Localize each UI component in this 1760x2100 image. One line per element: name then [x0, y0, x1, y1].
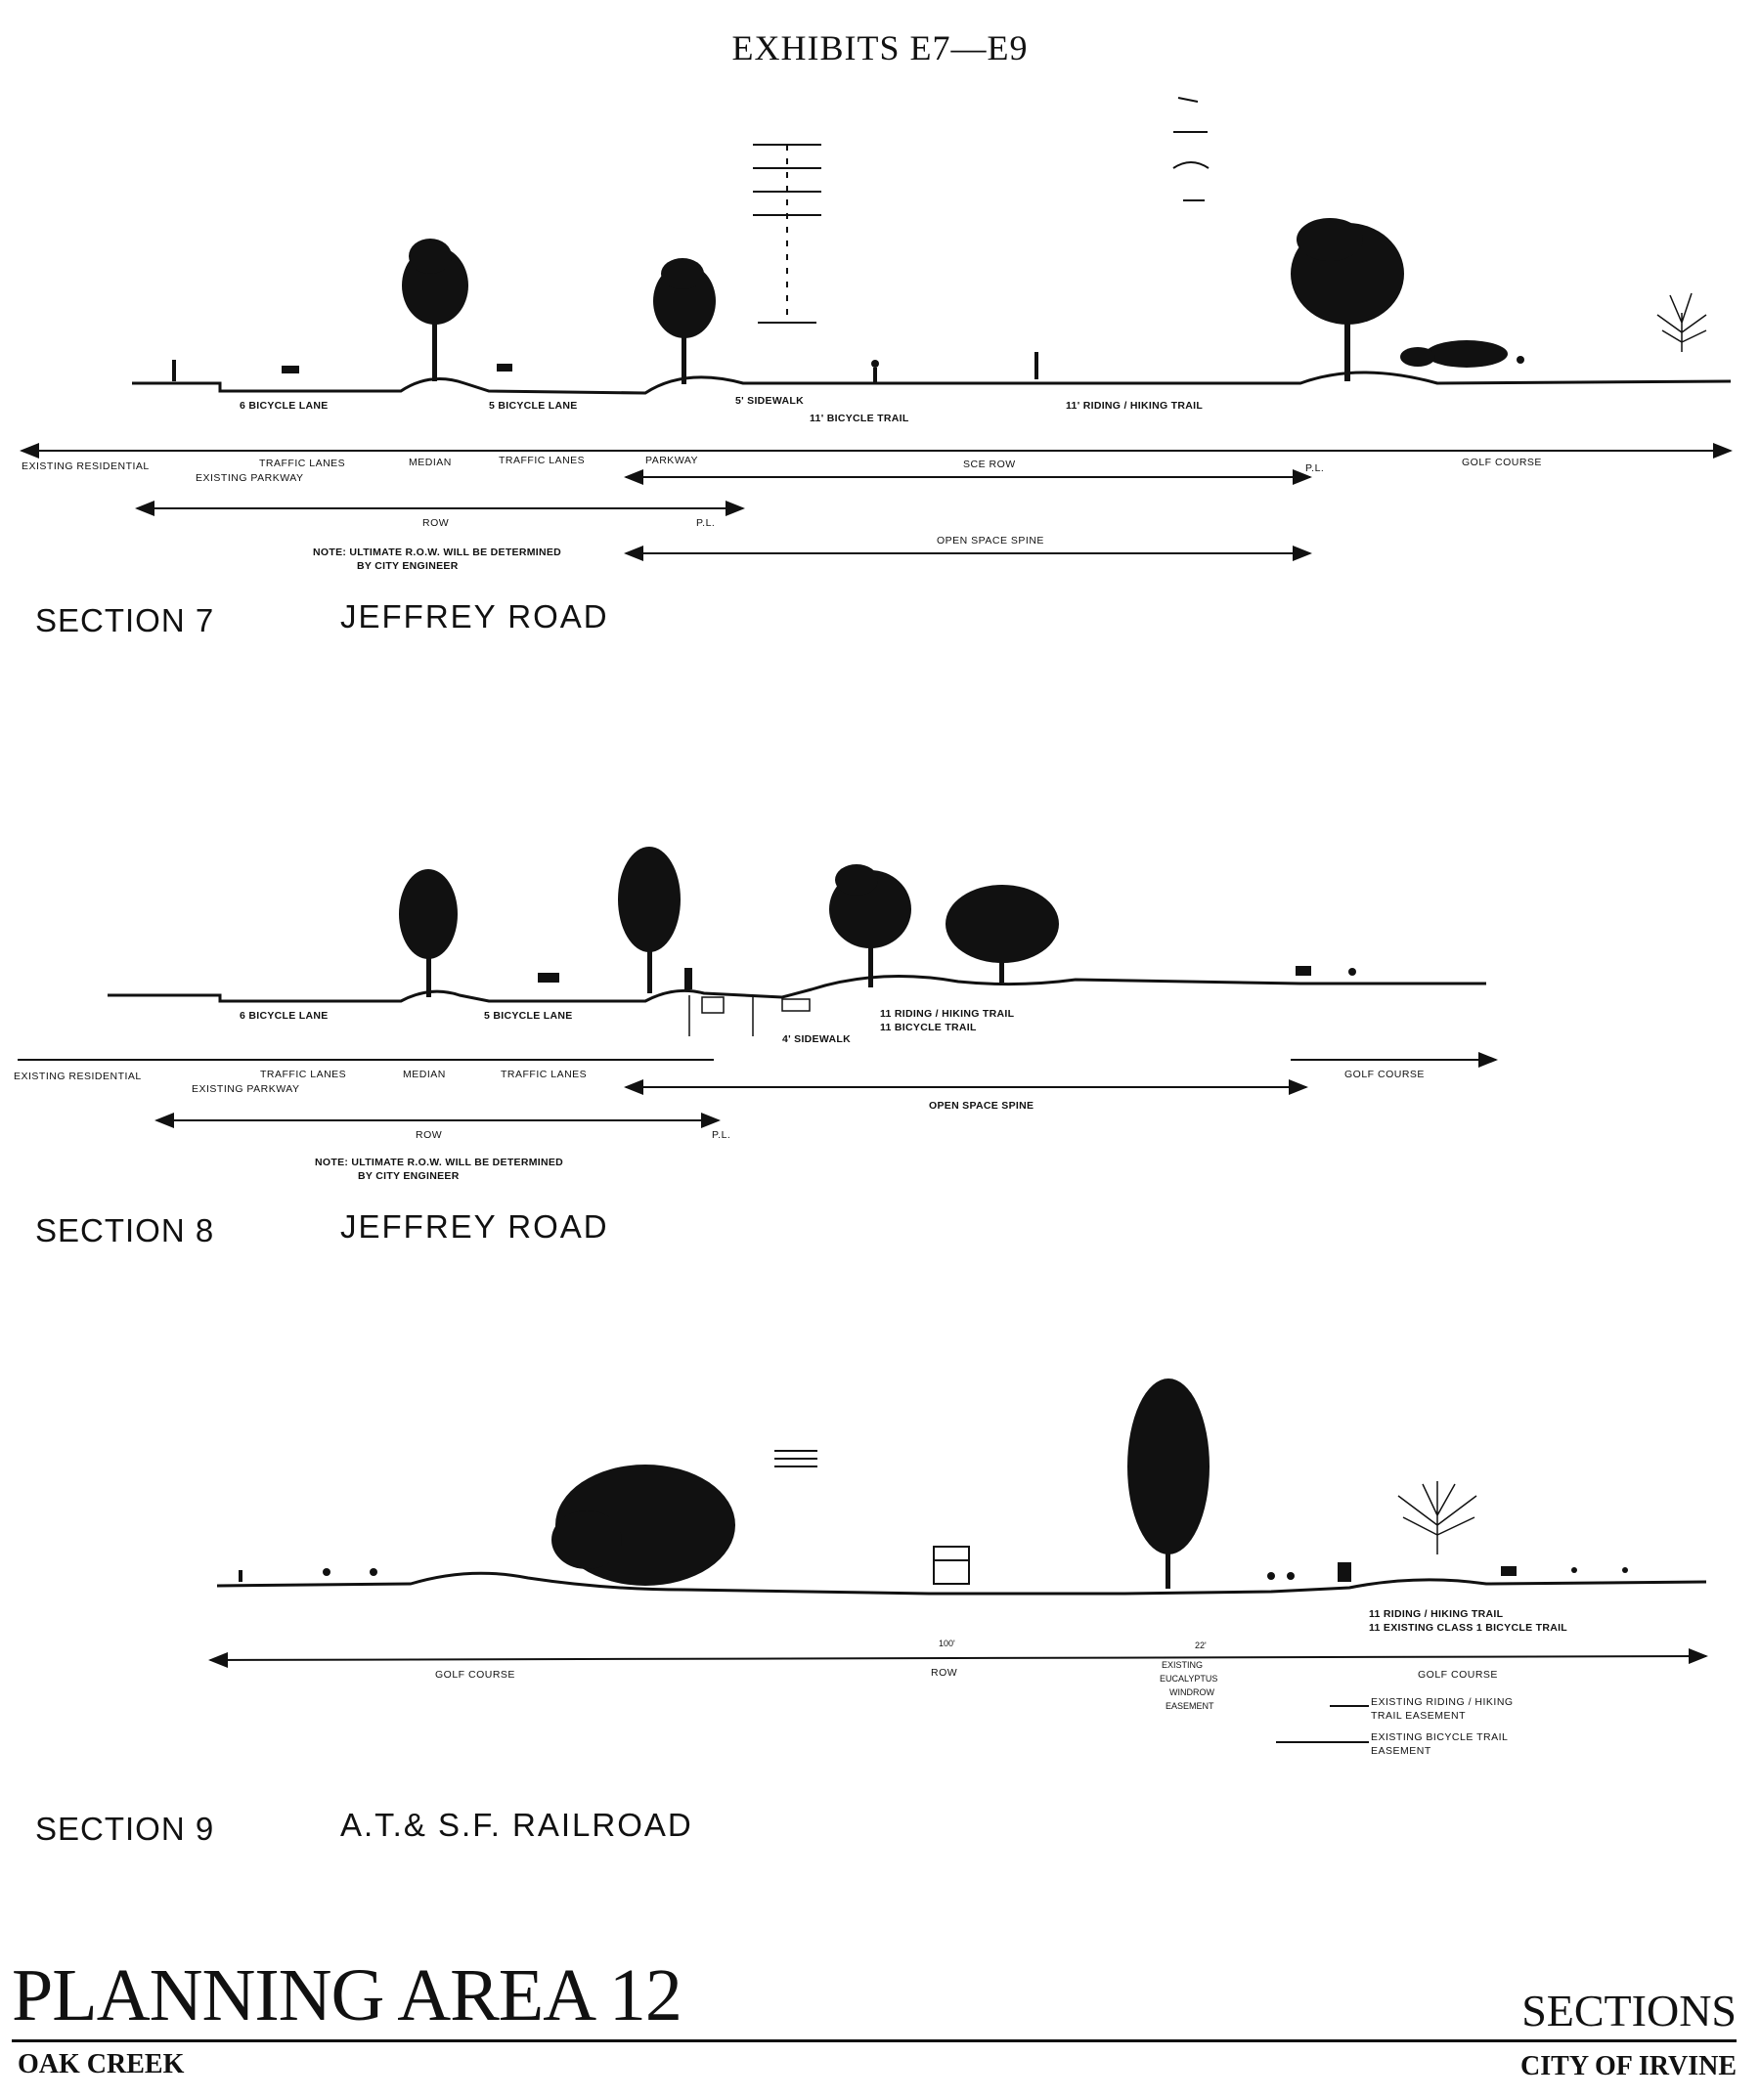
tree-bare: [1656, 292, 1707, 352]
s7-traffic-lanes-1: TRAFFIC LANES: [259, 458, 345, 469]
s8-median: MEDIAN: [403, 1069, 446, 1080]
section-9-label: SECTION 9: [35, 1811, 215, 1847]
s8-traffic-lanes-1: TRAFFIC LANES: [260, 1069, 346, 1080]
s9-golf-course-1: GOLF COURSE: [435, 1669, 515, 1681]
figures: [239, 1562, 1628, 1582]
s8-bicycle-trail: 11 BICYCLE TRAIL: [880, 1022, 977, 1033]
s7-sce-row: SCE ROW: [963, 459, 1016, 470]
s7-existing-residential: EXISTING RESIDENTIAL: [22, 460, 150, 472]
tree-bare: [1397, 1481, 1477, 1554]
s7-pl-2: P.L.: [696, 517, 715, 529]
s9-riding-trail: 11 RIDING / HIKING TRAIL: [1369, 1608, 1504, 1620]
section-8-name: JEFFREY ROAD: [340, 1208, 609, 1245]
s7-parkway: PARKWAY: [645, 455, 698, 466]
tree: [829, 864, 911, 987]
exhibit-title: EXHIBITS E7—E9: [731, 28, 1029, 67]
s9-golf-course-2: GOLF COURSE: [1418, 1669, 1498, 1681]
s7-note-line-2: BY CITY ENGINEER: [357, 560, 459, 572]
planning-area-title: PLANNING AREA 12: [12, 1954, 682, 2036]
s9-easement-1a: EXISTING RIDING / HIKING: [1371, 1696, 1514, 1708]
section-7-diagram: 6 BICYCLE LANE 5 BICYCLE LANE 5' SIDEWAL…: [20, 97, 1733, 572]
tree-shrub: [551, 1465, 735, 1586]
s8-traffic-lanes-2: TRAFFIC LANES: [501, 1069, 587, 1080]
s8-riding-trail: 11 RIDING / HIKING TRAIL: [880, 1008, 1015, 1020]
tree: [399, 869, 458, 997]
s7-bike-lane-2: 5 BICYCLE LANE: [489, 400, 578, 412]
s7-bike-lane-1: 6 BICYCLE LANE: [240, 400, 329, 412]
s7-open-space-spine: OPEN SPACE SPINE: [937, 535, 1044, 547]
transmission-tower: [753, 144, 821, 324]
figures: [172, 352, 1524, 383]
s9-existing-bicycle-trail: 11 EXISTING CLASS 1 BICYCLE TRAIL: [1369, 1622, 1567, 1634]
section-8-diagram: 6 BICYCLE LANE 5 BICYCLE LANE 11 RIDING …: [14, 847, 1498, 1182]
s8-row: ROW: [416, 1129, 442, 1141]
s7-pl-1: P.L.: [1305, 462, 1324, 474]
tree: [653, 258, 716, 384]
s8-existing-parkway: EXISTING PARKWAY: [192, 1083, 300, 1095]
s8-pl: P.L.: [712, 1129, 730, 1141]
tree-eucalyptus: [1127, 1378, 1210, 1589]
tree: [1291, 218, 1404, 381]
s8-note-line-2: BY CITY ENGINEER: [358, 1170, 460, 1182]
s7-riding-trail: 11' RIDING / HIKING TRAIL: [1066, 400, 1203, 412]
section-8-label: SECTION 8: [35, 1212, 215, 1248]
sections-title: SECTIONS: [1521, 1986, 1737, 2035]
s7-golf-course: GOLF COURSE: [1462, 457, 1542, 468]
s9-easement-2b: EASEMENT: [1371, 1745, 1431, 1757]
ground-line: [216, 1571, 1707, 1596]
railroad-car: [774, 1450, 970, 1585]
s7-note-line-1: NOTE: ULTIMATE R.O.W. WILL BE DETERMINED: [313, 547, 561, 558]
s7-median: MEDIAN: [409, 457, 452, 468]
trail-boxes: [688, 995, 811, 1036]
s7-traffic-lanes-2: TRAFFIC LANES: [499, 455, 585, 466]
s7-row: ROW: [422, 517, 449, 529]
tree: [946, 885, 1059, 983]
s9-easement-1b: TRAIL EASEMENT: [1371, 1710, 1466, 1722]
section-7-label: SECTION 7: [35, 602, 215, 638]
figures: [538, 966, 1356, 989]
s9-eucalyptus-3: WINDROW: [1169, 1687, 1214, 1697]
tree: [618, 847, 681, 993]
s8-note-line-1: NOTE: ULTIMATE R.O.W. WILL BE DETERMINED: [315, 1157, 563, 1168]
shrubs: [1400, 340, 1508, 368]
s9-eucalyptus-2: EUCALYPTUS: [1160, 1674, 1217, 1684]
s9-row: ROW: [931, 1667, 957, 1679]
s8-existing-residential: EXISTING RESIDENTIAL: [14, 1071, 142, 1082]
city-of-irvine-subtitle: CITY OF IRVINE: [1520, 2051, 1737, 2081]
s9-eucalyptus-4: EASEMENT: [1166, 1701, 1214, 1711]
s8-bike-lane-2: 5 BICYCLE LANE: [484, 1010, 573, 1022]
ground-line: [108, 975, 1486, 1003]
section-7-name: JEFFREY ROAD: [340, 598, 609, 634]
s9-eucalyptus-1: EXISTING: [1162, 1660, 1203, 1670]
s9-dim-100: 100': [939, 1639, 955, 1648]
ground-line: [132, 371, 1732, 395]
s8-sidewalk: 4' SIDEWALK: [782, 1033, 851, 1045]
tower-marks: [1172, 97, 1210, 201]
s8-bike-lane-1: 6 BICYCLE LANE: [240, 1010, 329, 1022]
s9-dim-22: 22': [1195, 1641, 1207, 1650]
s7-sidewalk: 5' SIDEWALK: [735, 395, 804, 407]
footer-rule: [12, 2039, 1737, 2042]
s8-golf-course: GOLF COURSE: [1344, 1069, 1425, 1080]
s7-bicycle-trail: 11' BICYCLE TRAIL: [810, 413, 909, 424]
s9-easement-2a: EXISTING BICYCLE TRAIL: [1371, 1731, 1508, 1743]
section-9-diagram: 11 RIDING / HIKING TRAIL 11 EXISTING CLA…: [208, 1378, 1708, 1757]
s7-existing-parkway: EXISTING PARKWAY: [196, 472, 304, 484]
tree: [402, 239, 468, 381]
section-9-name: A.T.& S.F. RAILROAD: [340, 1807, 693, 1843]
s8-open-space-spine: OPEN SPACE SPINE: [929, 1100, 1034, 1112]
oak-creek-subtitle: OAK CREEK: [18, 2049, 185, 2079]
